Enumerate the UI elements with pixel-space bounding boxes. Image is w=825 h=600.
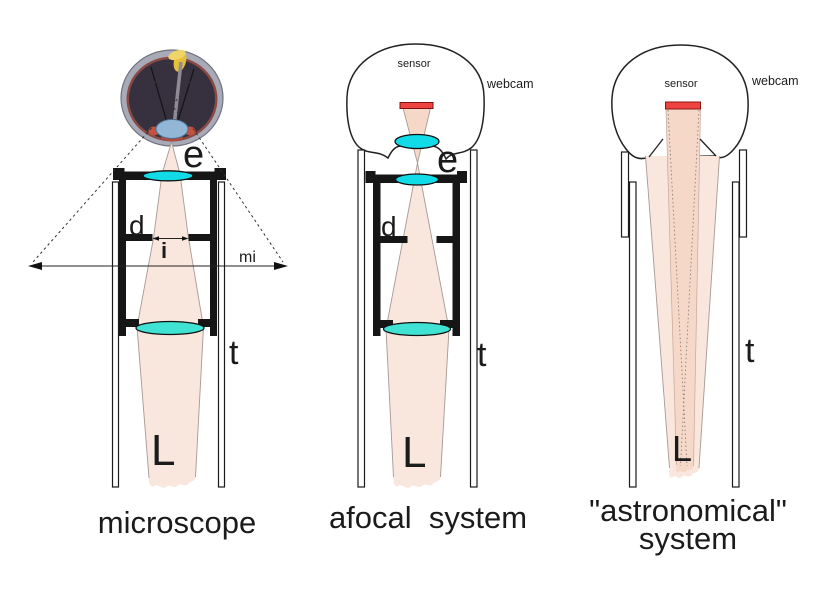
eye-diagram <box>120 49 224 147</box>
eyepiece-bar-tab-right <box>457 171 467 176</box>
tube-label: t <box>745 332 755 370</box>
eyepiece-lens <box>394 173 440 186</box>
magnified-image-label: mi <box>239 249 256 266</box>
image-size-arrow <box>152 236 189 241</box>
magnified-image-arrow <box>28 262 288 270</box>
objective-mount-stub-right <box>210 319 217 336</box>
tube-label: t <box>229 334 239 372</box>
webcam-lens <box>394 133 440 150</box>
eyepiece-bar-tab-left <box>113 168 125 173</box>
telescope-tube-wall-left <box>628 181 637 488</box>
sight-line-left <box>32 123 156 263</box>
diaphragm-label: d <box>381 211 397 242</box>
astro-beam-edge-left <box>645 155 670 469</box>
eye-fovea-highlight <box>168 49 186 61</box>
telescope-tube-wall-right <box>217 181 226 488</box>
objective-mount-stub-left <box>373 320 381 336</box>
drawtube-wall-left <box>119 180 126 322</box>
nosepiece-edge-left <box>648 138 664 158</box>
image-label: i <box>161 238 167 263</box>
light-label: L <box>672 428 692 469</box>
afocal-panel: sensor webcam e d t L afocal system <box>329 43 534 535</box>
drawtube-wall-right <box>210 180 217 322</box>
webcam-sensor <box>399 102 434 109</box>
nosepiece-edge-right <box>699 138 717 157</box>
objective-mount-left <box>119 319 139 327</box>
webcam-label: webcam <box>751 74 799 88</box>
light-label: L <box>402 428 426 477</box>
astronomical-panel: sensor webcam t L "astronomical" system <box>589 44 799 556</box>
diaphragm-label: d <box>129 210 145 241</box>
beam-edge-left <box>136 141 172 479</box>
astro-inner-edge-left <box>665 109 677 466</box>
objective-mount-right <box>198 319 217 327</box>
field-stop-left <box>380 236 408 243</box>
field-stop-left <box>126 234 153 241</box>
microscope-panel: e d i mi t L microscope <box>28 49 288 540</box>
objective-mount-right <box>440 320 460 328</box>
astronomical-caption-line1: "astronomical" <box>589 493 787 528</box>
sight-line-right <box>189 123 284 263</box>
astro-beam-edge-right <box>698 155 720 469</box>
sensor-label: sensor <box>397 58 430 70</box>
eyepiece-label: e <box>437 139 458 181</box>
astro-inner-edge-right <box>693 109 701 467</box>
drawtube-wall-right <box>452 183 460 323</box>
field-stop-right <box>436 236 453 243</box>
focuser-tube-left <box>620 151 630 238</box>
tube-label: t <box>477 336 487 374</box>
eyepiece-lens <box>142 170 194 182</box>
astro-light-beam-inner <box>666 109 701 473</box>
light-label: L <box>151 426 175 475</box>
astronomical-caption-line2: system <box>639 521 737 556</box>
telescope-tube-wall-right <box>469 149 478 488</box>
telescope-tube-wall-left <box>111 181 120 488</box>
afocal-caption: afocal system <box>329 500 527 535</box>
objective-mount-stub-left <box>119 319 126 336</box>
field-stop-right <box>188 234 210 241</box>
sensor-label: sensor <box>664 78 697 90</box>
eyepiece-bar-tab-left <box>365 171 376 176</box>
focuser-tube-right <box>738 149 748 238</box>
objective-lens <box>382 321 452 337</box>
webcam-sensor <box>665 101 701 110</box>
webcam-label: webcam <box>486 77 534 91</box>
drawtube-wall-left <box>373 183 381 323</box>
objective-lens <box>135 320 205 336</box>
astro-focus-dotted-2 <box>680 109 700 467</box>
telescope-tube-wall-left <box>357 149 366 488</box>
eye-lens <box>155 119 189 139</box>
eye-vitreous <box>129 59 215 139</box>
eyepiece-label: e <box>183 134 204 176</box>
objective-mount-stub-right <box>452 320 460 336</box>
objective-mount-left <box>373 320 393 328</box>
webcam-body <box>346 43 485 161</box>
eyepiece-bar-tab-right <box>214 168 226 173</box>
telescope-tube-wall-right <box>731 181 740 488</box>
microscope-caption: microscope <box>98 505 257 540</box>
